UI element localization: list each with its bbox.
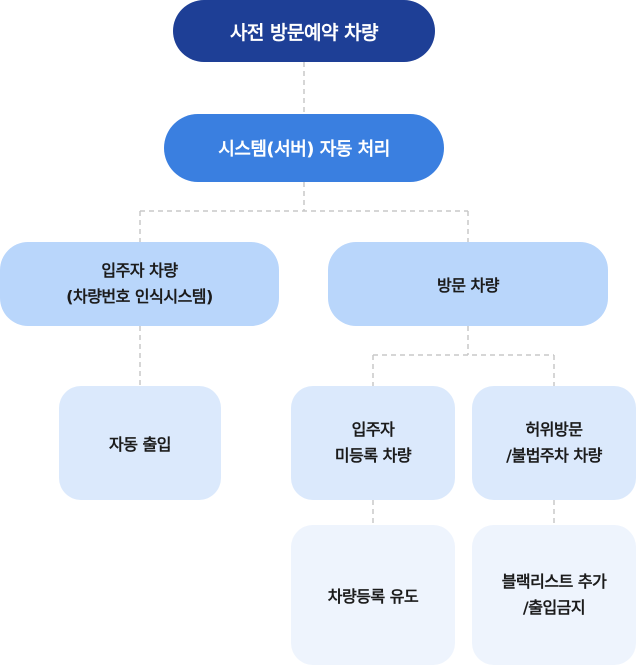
node-label-line2: /출입금지 [522,598,586,617]
node-registration-guide: 차량등록 유도 [291,525,455,665]
node-label-line1: 입주자 차량 [101,261,178,280]
node-blacklist: 블랙리스트 추가 /출입금지 [472,525,636,665]
node-system-auto-processing: 시스템(서버) 자동 처리 [164,114,444,182]
node-label-line1: 블랙리스트 추가 [501,572,607,591]
node-label-line2: (차량번호 인식시스템) [66,287,213,306]
node-label-line2: /불법주차 차량 [506,446,602,465]
node-label-line1: 허위방문 [525,420,583,439]
node-unregistered-resident-vehicle: 입주자 미등록 차량 [291,386,455,500]
node-pre-visit-reservation: 사전 방문예약 차량 [173,0,435,62]
node-resident-vehicle: 입주자 차량 (차량번호 인식시스템) [0,242,279,326]
node-visit-vehicle: 방문 차량 [328,242,608,326]
node-label: 시스템(서버) 자동 처리 [218,139,390,160]
node-false-visit-vehicle: 허위방문 /불법주차 차량 [472,386,636,500]
node-auto-entry: 자동 출입 [59,386,221,500]
node-label: 차량등록 유도 [327,587,419,606]
node-label: 자동 출입 [109,435,171,454]
node-label: 방문 차량 [437,276,499,295]
node-label-line1: 입주자 [351,420,395,439]
node-label-line2: 미등록 차량 [334,446,412,465]
node-label: 사전 방문예약 차량 [229,21,379,44]
